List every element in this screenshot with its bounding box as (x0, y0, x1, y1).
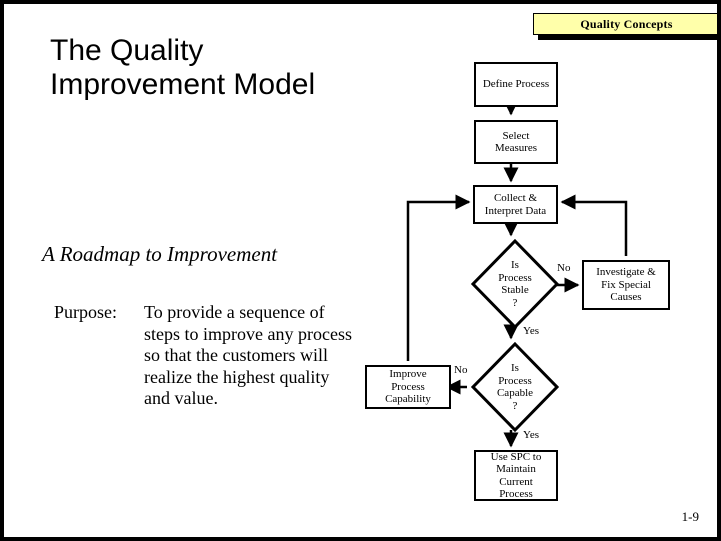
section-banner: Quality Concepts (533, 13, 717, 35)
flow-node-label: Select Measures (494, 129, 538, 155)
flow-node-label: Is Process Stable ? (498, 259, 532, 309)
flow-node-label: Investigate & Fix Special Causes (596, 266, 656, 304)
edge-label-capable-no: No (454, 364, 468, 376)
subtitle: A Roadmap to Improvement (42, 242, 278, 266)
flow-node-label: Collect & Interpret Data (484, 192, 547, 217)
flow-node-is-process-stable[interactable]: Is Process Stable ? (471, 239, 559, 329)
page-number: 1-9 (681, 509, 699, 524)
flow-node-is-process-capable[interactable]: Is Process Capable ? (471, 342, 559, 432)
edge-label-capable-yes: Yes (523, 429, 540, 441)
diamond-shape (471, 239, 559, 329)
diamond-shape (471, 342, 559, 432)
flow-node-improve-process-capability[interactable]: Improve Process Capability (365, 365, 451, 409)
purpose-text: To provide a sequence of steps to improv… (144, 302, 352, 408)
flow-node-define-process[interactable]: Define Process (474, 62, 558, 107)
flow-node-select-measures[interactable]: Select Measures (474, 120, 558, 164)
flow-node-use-spc[interactable]: Use SPC to Maintain Current Process (474, 450, 558, 501)
flow-node-investigate-fix-special-causes[interactable]: Investigate & Fix Special Causes (582, 260, 670, 310)
purpose-label: Purpose: (54, 302, 117, 322)
flow-node-label: Improve Process Capability (385, 368, 431, 406)
flow-node-label: Is Process Capable ? (496, 362, 534, 412)
page-title: The Quality Improvement Model (50, 34, 316, 101)
flow-node-label: Define Process (482, 78, 550, 91)
flow-node-label: Use SPC to Maintain Current Process (490, 450, 542, 501)
flow-node-collect-interpret-data[interactable]: Collect & Interpret Data (473, 185, 558, 224)
edge-label-stable-no: No (557, 262, 571, 274)
banner-label: Quality Concepts (580, 16, 673, 31)
edge-label-stable-yes: Yes (523, 325, 540, 337)
